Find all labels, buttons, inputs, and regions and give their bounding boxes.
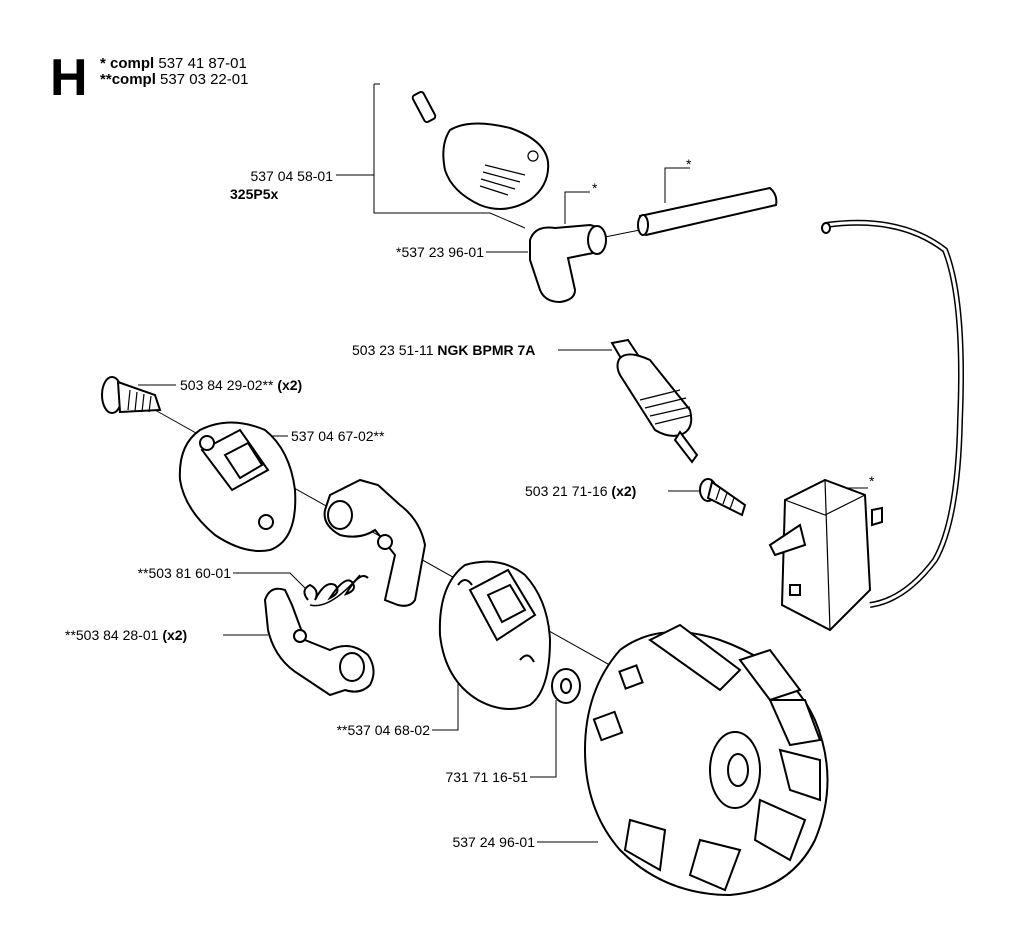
label-cap-number: 537 04 58-01	[250, 168, 333, 184]
pawl-upper	[323, 478, 427, 607]
compl-double-line: **compl 537 03 22-01	[100, 72, 248, 88]
screw-503-21-71	[699, 478, 747, 517]
module-screw-number: 503 21 71-16	[525, 483, 612, 499]
label-flywheel-number: 537 24 96-01	[452, 834, 535, 850]
screw-number: 503 84 29-02**	[180, 377, 278, 393]
label-spring-number: **503 81 60-01	[137, 565, 231, 581]
compl-double-number: 537 03 22-01	[155, 71, 249, 88]
compl-double-label: compl	[111, 71, 156, 88]
ht-lead-cable	[821, 219, 964, 608]
label-washer-number: 731 71 16-51	[445, 769, 528, 785]
compl-single-label: compl	[110, 55, 155, 72]
label-module-screw: 503 21 71-16 (x2)	[525, 483, 636, 499]
compl-double-prefix: **	[100, 71, 112, 88]
section-letter: H	[50, 49, 88, 107]
ignition-module	[768, 478, 883, 632]
screw-qty: (x2)	[277, 377, 303, 393]
label-tube-star: *	[686, 156, 692, 172]
label-boot-number: *537 23 96-01	[396, 244, 484, 260]
plate-537-04-67	[178, 421, 297, 552]
plate-537-04-68	[438, 560, 552, 710]
compl-single-line: * compl 537 41 87-01	[100, 56, 248, 72]
header-compl-lines: * compl 537 41 87-01 **compl 537 03 22-0…	[100, 56, 248, 88]
pawl-lower	[263, 587, 375, 697]
spark-plug	[610, 338, 699, 464]
label-boot-star: *	[592, 180, 598, 196]
label-plate2-number: **537 04 68-02	[336, 722, 430, 738]
label-pawl: **503 84 28-01 (x2)	[65, 627, 187, 643]
plug-cap-cover	[411, 90, 550, 210]
screw-503-84-29	[101, 376, 162, 414]
pawl-number: **503 84 28-01	[65, 627, 163, 643]
pawl-qty: (x2)	[162, 627, 188, 643]
flywheel-537-24-96	[583, 623, 829, 897]
label-plate-number: 537 04 67-02**	[291, 428, 385, 444]
spark-plug-number: 503 23 51-11	[352, 342, 438, 358]
washer-731-71-16	[551, 668, 581, 704]
label-spark-plug: 503 23 51-11 NGK BPMR 7A	[352, 342, 535, 358]
label-module-star: *	[869, 473, 875, 489]
label-screw: 503 84 29-02** (x2)	[180, 377, 302, 393]
module-screw-qty: (x2)	[611, 483, 637, 499]
ignition-tube	[637, 186, 778, 237]
compl-single-number: 537 41 87-01	[154, 55, 247, 72]
compl-single-prefix: *	[100, 55, 111, 72]
spring-503-81-60	[303, 574, 369, 607]
spark-plug-boot	[529, 223, 607, 304]
spark-plug-name: NGK BPMR 7A	[437, 342, 536, 358]
label-cap-model: 325P5x	[230, 186, 279, 202]
